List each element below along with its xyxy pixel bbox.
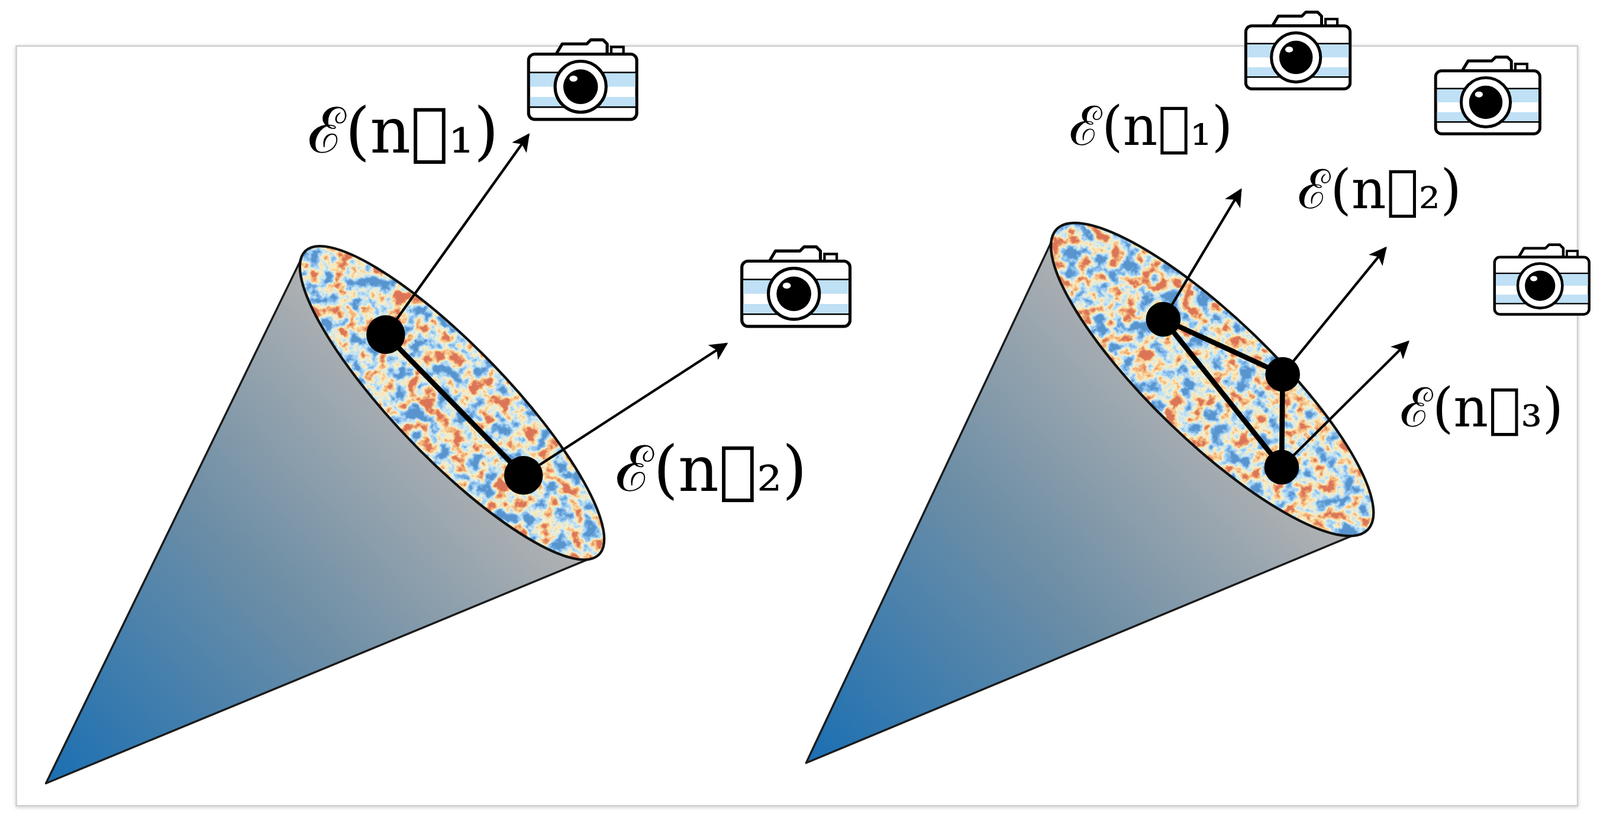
math-label: ℰ(n⃗₁) (307, 92, 499, 169)
light-cone (805, 185, 1411, 764)
math-label: ℰ(n⃗₃) (1400, 375, 1564, 441)
camera-icon (528, 39, 637, 120)
correlator (1146, 189, 1409, 485)
frame (16, 46, 1578, 807)
math-label: ℰ(n⃗₂) (1297, 157, 1462, 223)
camera-icon (742, 246, 851, 327)
camera-icon (1494, 244, 1590, 315)
camera-icon (1435, 56, 1540, 134)
light-cone (46, 212, 640, 785)
camera-icon (1245, 12, 1350, 90)
math-label: ℰ(n⃗₁) (1069, 94, 1234, 160)
math-label: ℰ(n⃗₂) (615, 431, 807, 508)
